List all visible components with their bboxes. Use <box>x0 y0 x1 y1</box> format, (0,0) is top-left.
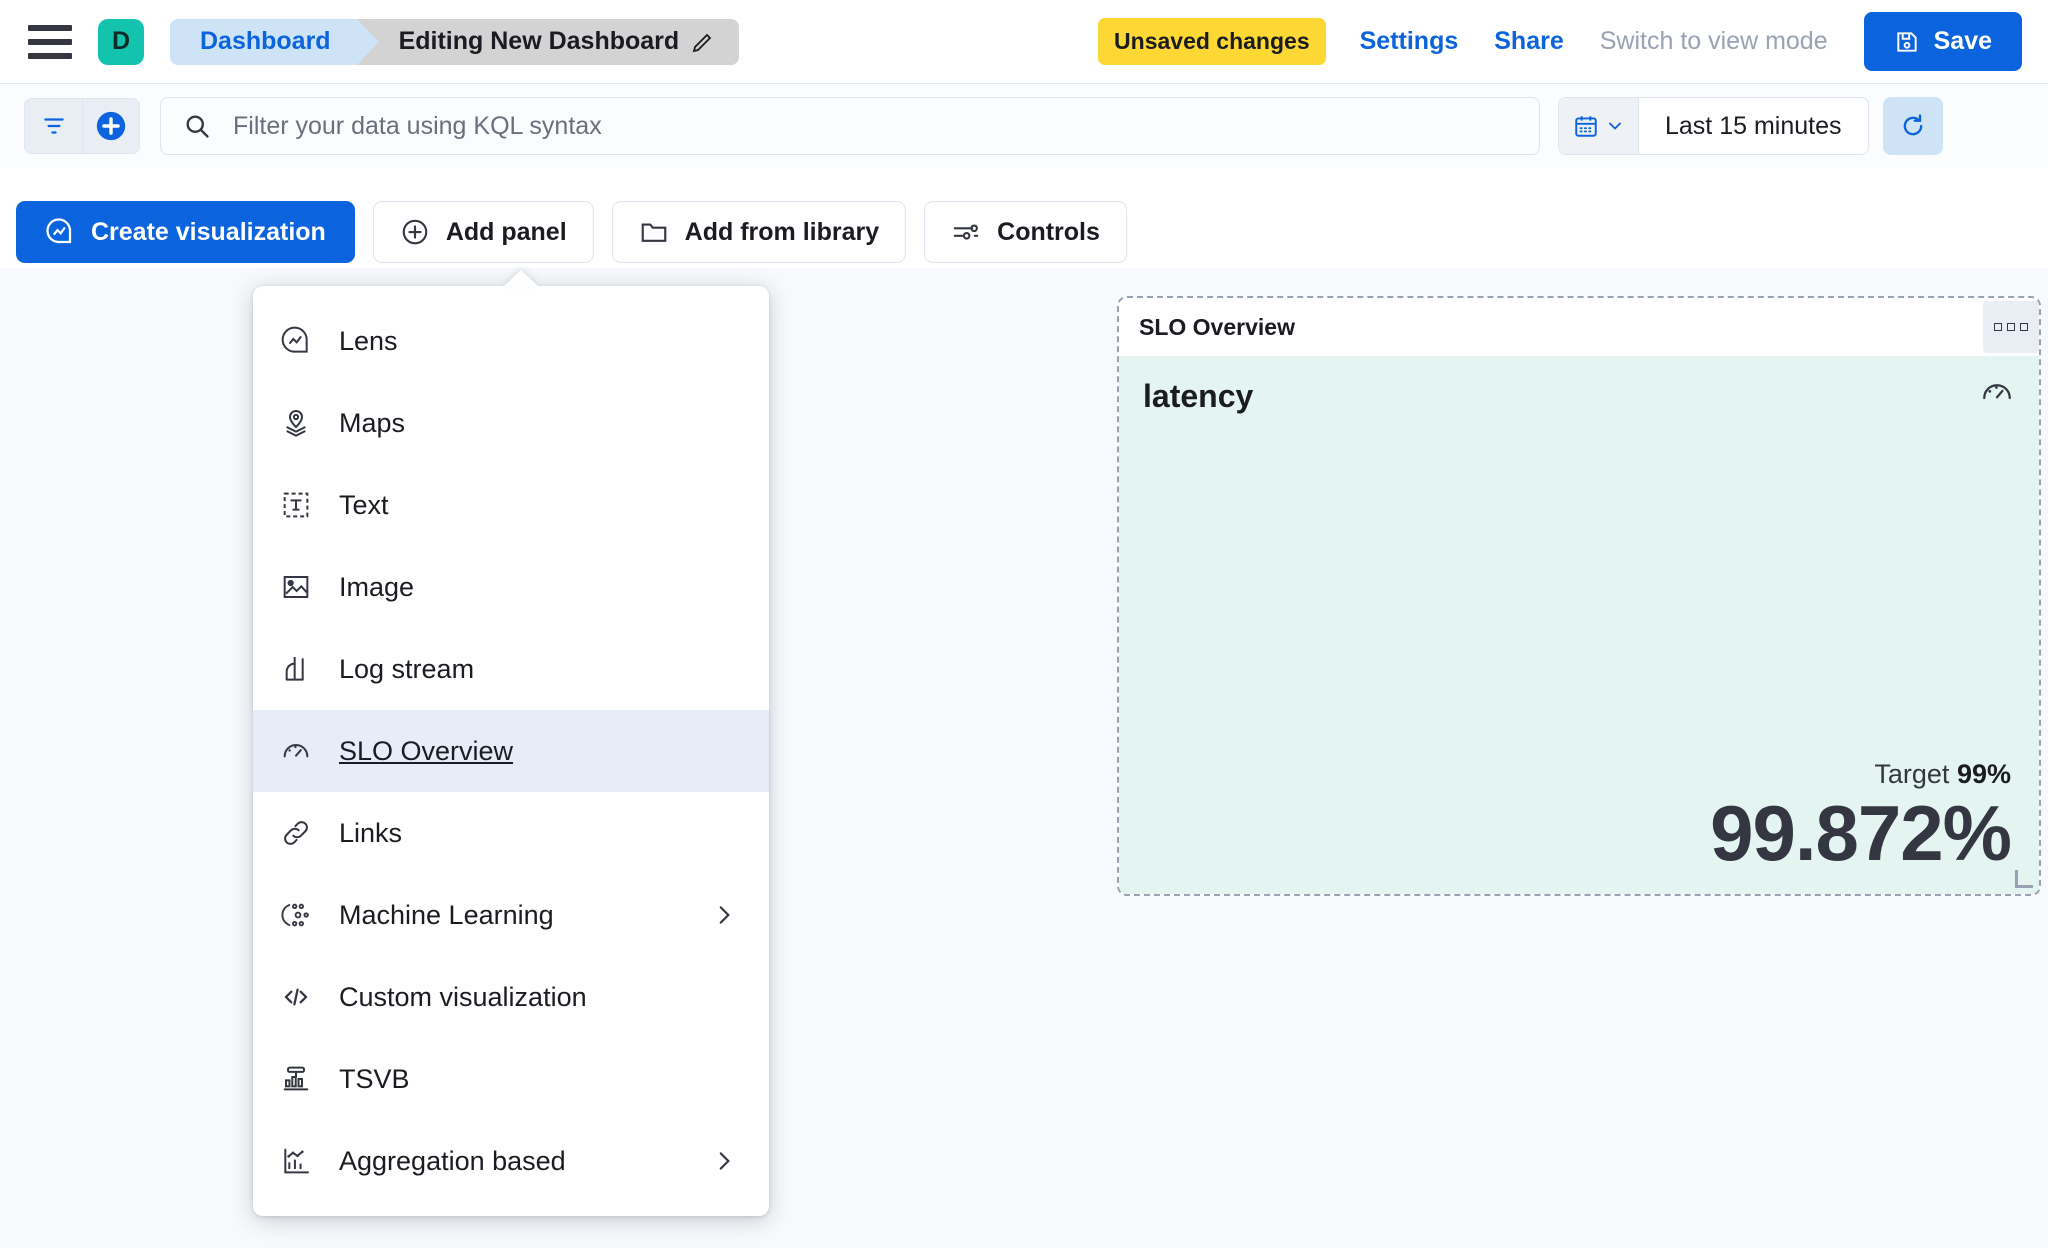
slo-sli-value: 99.872% <box>1710 789 2012 877</box>
menu-item-image[interactable]: Image <box>253 546 769 628</box>
refresh-button[interactable] <box>1882 97 1943 155</box>
add-panel-label: Add panel <box>445 217 567 246</box>
controls-button[interactable]: Controls <box>924 201 1127 263</box>
menu-item-text[interactable]: Text <box>253 464 769 546</box>
settings-button[interactable]: Settings <box>1359 27 1459 55</box>
folder-icon <box>639 217 669 247</box>
slo-overview-panel[interactable]: SLO Overview latency Target 99% 99.872% <box>1117 296 2041 896</box>
add-filter-button[interactable] <box>82 98 140 154</box>
text-box-icon <box>279 488 313 522</box>
space-initial: D <box>111 27 131 55</box>
search-input[interactable]: Filter your data using KQL syntax <box>160 97 1540 155</box>
filter-group <box>24 98 140 154</box>
query-bar: Filter your data using KQL syntax Last 1… <box>0 84 2048 168</box>
chevron-right-icon <box>711 1148 737 1174</box>
menu-item-machine-learning[interactable]: Machine Learning <box>253 874 769 956</box>
ml-nodes-icon <box>279 898 313 932</box>
add-from-library-label: Add from library <box>684 217 880 246</box>
dashboard-edit-toolbar: Create visualization Add panel Add from … <box>0 196 2048 268</box>
agg-chart-icon <box>279 1144 313 1178</box>
hamburger-menu-icon[interactable] <box>28 24 72 59</box>
slo-target-label: Target <box>1874 759 1950 789</box>
sliders-icon <box>951 217 981 247</box>
filter-icon <box>41 113 67 139</box>
gauge-icon <box>279 734 313 768</box>
breadcrumb-current-label: Editing New Dashboard <box>398 27 680 55</box>
breadcrumb-current[interactable]: Editing New Dashboard <box>356 18 740 65</box>
chevron-down-icon <box>1605 116 1625 136</box>
breadcrumb: Dashboard Editing New Dashboard <box>170 18 740 65</box>
header-actions: Unsaved changes Settings Share Switch to… <box>1098 12 2048 71</box>
menu-item-log-stream[interactable]: Log stream <box>253 628 769 710</box>
menu-item-label: TSVB <box>339 1063 410 1094</box>
lens-icon <box>279 324 313 358</box>
slo-target-value: 99% <box>1956 759 2011 789</box>
add-panel-button[interactable]: Add panel <box>372 201 594 263</box>
plus-circle-icon <box>400 217 430 247</box>
code-icon <box>279 980 313 1014</box>
menu-item-label: Text <box>339 489 389 520</box>
menu-item-aggregation-based[interactable]: Aggregation based <box>253 1120 769 1202</box>
menu-item-lens[interactable]: Lens <box>253 300 769 382</box>
breadcrumb-dashboard[interactable]: Dashboard <box>170 18 379 65</box>
refresh-icon <box>1899 112 1927 140</box>
date-picker-quick-select[interactable] <box>1559 98 1639 154</box>
create-visualization-button[interactable]: Create visualization <box>16 201 355 263</box>
switch-to-view-mode-button[interactable]: Switch to view mode <box>1599 27 1828 55</box>
panel-options-icon[interactable] <box>1983 301 2039 353</box>
save-button[interactable]: Save <box>1863 12 2022 71</box>
panel-header: SLO Overview <box>1119 298 2039 356</box>
menu-item-custom-visualization[interactable]: Custom visualization <box>253 956 769 1038</box>
slo-target: Target 99% <box>1710 759 2011 790</box>
menu-item-label: Maps <box>339 407 406 438</box>
menu-item-label: Custom visualization <box>339 981 587 1012</box>
date-picker[interactable]: Last 15 minutes <box>1558 97 1869 155</box>
menu-item-label: Machine Learning <box>339 899 554 930</box>
resize-handle-icon[interactable] <box>2015 870 2033 888</box>
slo-panel-body: latency Target 99% 99.872% <box>1119 356 2039 894</box>
save-disk-icon <box>1894 29 1920 55</box>
calendar-icon <box>1573 113 1599 139</box>
breadcrumb-dashboard-label: Dashboard <box>200 27 331 55</box>
lens-icon <box>45 217 75 247</box>
menu-item-label: Lens <box>339 325 398 356</box>
space-avatar[interactable]: D <box>98 18 144 65</box>
menu-item-label: Links <box>339 817 403 848</box>
panel-title: SLO Overview <box>1139 313 1295 340</box>
menu-item-label: Log stream <box>339 653 475 684</box>
chevron-right-icon <box>711 902 737 928</box>
add-from-library-button[interactable]: Add from library <box>611 201 907 263</box>
controls-label: Controls <box>997 217 1100 246</box>
popover-arrow <box>503 270 539 287</box>
menu-item-label: Image <box>339 571 415 602</box>
menu-item-label: Aggregation based <box>339 1145 566 1176</box>
map-marker-icon <box>279 406 313 440</box>
status-badge-unsaved: Unsaved changes <box>1098 18 1326 65</box>
search-input-placeholder: Filter your data using KQL syntax <box>233 111 602 140</box>
add-panel-menu: Lens Maps Text Image <box>253 270 769 1216</box>
menu-item-tsvb[interactable]: TSVB <box>253 1038 769 1120</box>
slo-metrics: Target 99% 99.872% <box>1710 759 2012 877</box>
link-icon <box>279 816 313 850</box>
pencil-icon[interactable] <box>691 30 715 54</box>
tsvb-icon <box>279 1062 313 1096</box>
share-button[interactable]: Share <box>1494 27 1564 55</box>
log-stream-icon <box>279 652 313 686</box>
menu-item-slo-overview[interactable]: SLO Overview <box>253 710 769 792</box>
plus-circle-icon <box>94 109 128 143</box>
save-button-label: Save <box>1933 27 1992 55</box>
filter-options-button[interactable] <box>24 98 82 154</box>
top-header: D Dashboard Editing New Dashboard Unsave… <box>0 0 2048 84</box>
image-icon <box>279 570 313 604</box>
menu-item-label: SLO Overview <box>339 735 514 766</box>
date-picker-range-label[interactable]: Last 15 minutes <box>1665 111 1842 140</box>
gauge-icon <box>1979 374 2015 415</box>
slo-name: latency <box>1143 378 1254 414</box>
menu-item-maps[interactable]: Maps <box>253 382 769 464</box>
menu-item-links[interactable]: Links <box>253 792 769 874</box>
create-visualization-label: Create visualization <box>91 217 326 246</box>
search-icon <box>183 112 211 140</box>
